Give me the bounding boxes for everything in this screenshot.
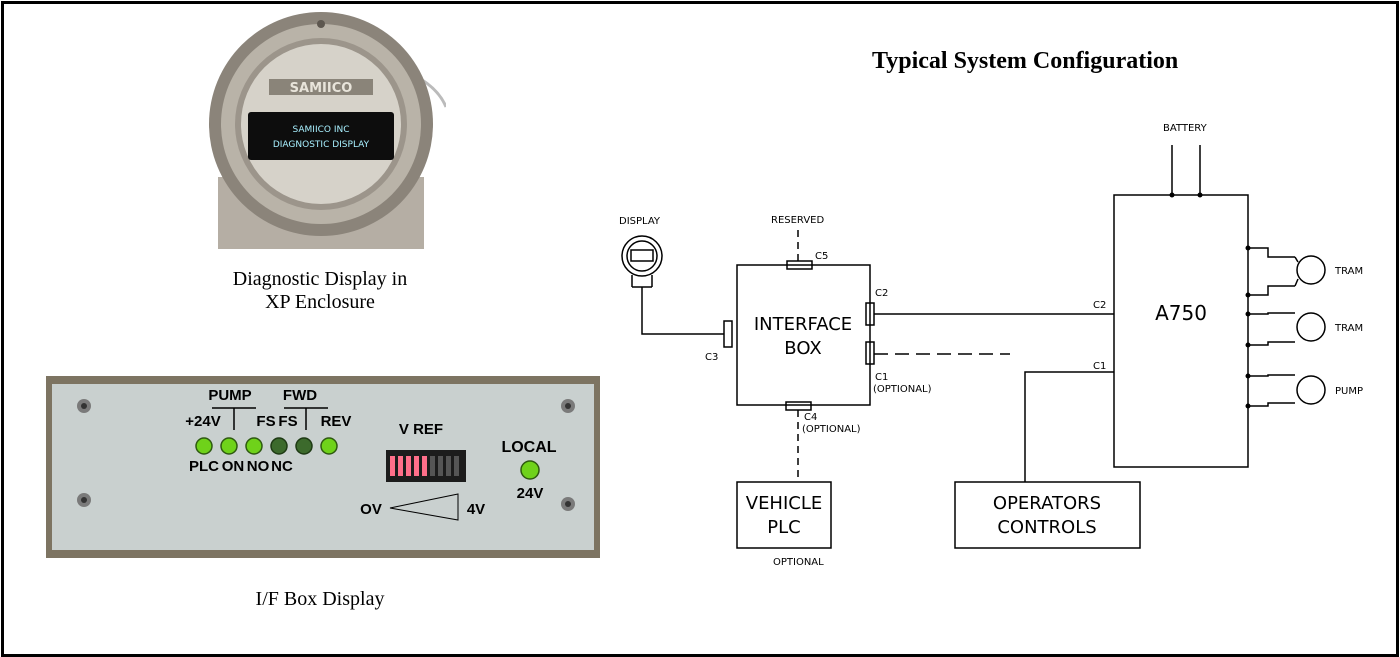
diagram-title: Typical System Configuration (872, 48, 1179, 74)
panel-local-label: LOCAL (501, 439, 556, 456)
label-tram2: TRAM (1334, 323, 1363, 334)
panel-on-label: ON (222, 458, 245, 475)
label-pump: PUMP (1335, 386, 1363, 397)
display-screen-line1: SAMIICO INC (292, 125, 349, 135)
label-interface: INTERFACE (754, 314, 852, 335)
led-plc (195, 437, 213, 455)
panel-fs2-label: FS (278, 413, 297, 430)
if-box-panel-photo: PUMP FWD +24V FS FS REV PLC ON NO NC V R… (46, 376, 600, 558)
label-plc: PLC (767, 517, 800, 538)
pump-motor (1296, 375, 1326, 405)
tram-motor-1 (1296, 255, 1326, 285)
label-optional: OPTIONAL (773, 557, 824, 568)
tram-motor-2 (1296, 312, 1326, 342)
display-brand: SAMIICO (290, 81, 353, 96)
label-tram1: TRAM (1334, 266, 1363, 277)
label-c4: C4 (804, 412, 817, 423)
label-c1-box: C1 (875, 372, 888, 383)
panel-24v-label: +24V (185, 413, 220, 430)
label-c4-optional: (OPTIONAL) (802, 424, 861, 435)
vehicle-plc-box (736, 481, 832, 549)
display-icon (621, 235, 663, 277)
panel-fs1-label: FS (256, 413, 275, 430)
panel-caption: I/F Box Display (255, 588, 385, 610)
label-c3: C3 (705, 352, 718, 363)
panel-vref-label: V REF (399, 421, 443, 438)
system-configuration-diagram: DISPLAY RESERVED C5 C2 C3 C1 (OPTIONAL) … (619, 123, 1363, 568)
panel-pump-label: PUMP (208, 387, 251, 404)
label-operators: OPERATORS (993, 493, 1101, 514)
label-reserved: RESERVED (771, 215, 824, 226)
label-box: BOX (784, 338, 821, 359)
led-fs-no (245, 437, 263, 455)
display-caption: Diagnostic Display in XP Enclosure (170, 268, 470, 314)
led-rev (320, 437, 338, 455)
display-screen-line2: DIAGNOSTIC DISPLAY (273, 140, 370, 150)
label-vehicle: VEHICLE (746, 493, 823, 514)
label-c1-optional: (OPTIONAL) (873, 384, 932, 395)
led-fs-nc (270, 437, 288, 455)
label-display: DISPLAY (619, 216, 661, 227)
panel-ov-label: OV (360, 501, 382, 518)
display-caption-line1: Diagnostic Display in (232, 268, 408, 290)
panel-24v-local-label: 24V (517, 485, 544, 502)
a750-box (1113, 194, 1249, 468)
led-on (220, 437, 238, 455)
led-fwd (295, 437, 313, 455)
label-c2-a750: C2 (1093, 300, 1106, 311)
panel-rev-label: REV (321, 413, 352, 430)
panel-fwd-label: FWD (283, 387, 317, 404)
panel-plc-label: PLC (189, 458, 219, 475)
label-a750: A750 (1155, 301, 1207, 325)
operators-controls-box (954, 481, 1141, 549)
interface-box (736, 264, 871, 406)
vref-bargraph (390, 456, 459, 476)
label-c5: C5 (815, 251, 828, 262)
label-battery: BATTERY (1163, 123, 1208, 134)
diagnostic-display-photo: SAMIICO SAMIICO INC DIAGNOSTIC DISPLAY (196, 12, 446, 252)
led-local (520, 460, 540, 480)
panel-no-label: NO (247, 458, 270, 475)
panel-4v-label: 4V (467, 501, 485, 518)
panel-nc-label: NC (271, 458, 293, 475)
display-caption-line2: XP Enclosure (265, 291, 375, 313)
label-c2-box: C2 (875, 288, 888, 299)
label-controls: CONTROLS (997, 517, 1096, 538)
label-c1-a750: C1 (1093, 361, 1106, 372)
